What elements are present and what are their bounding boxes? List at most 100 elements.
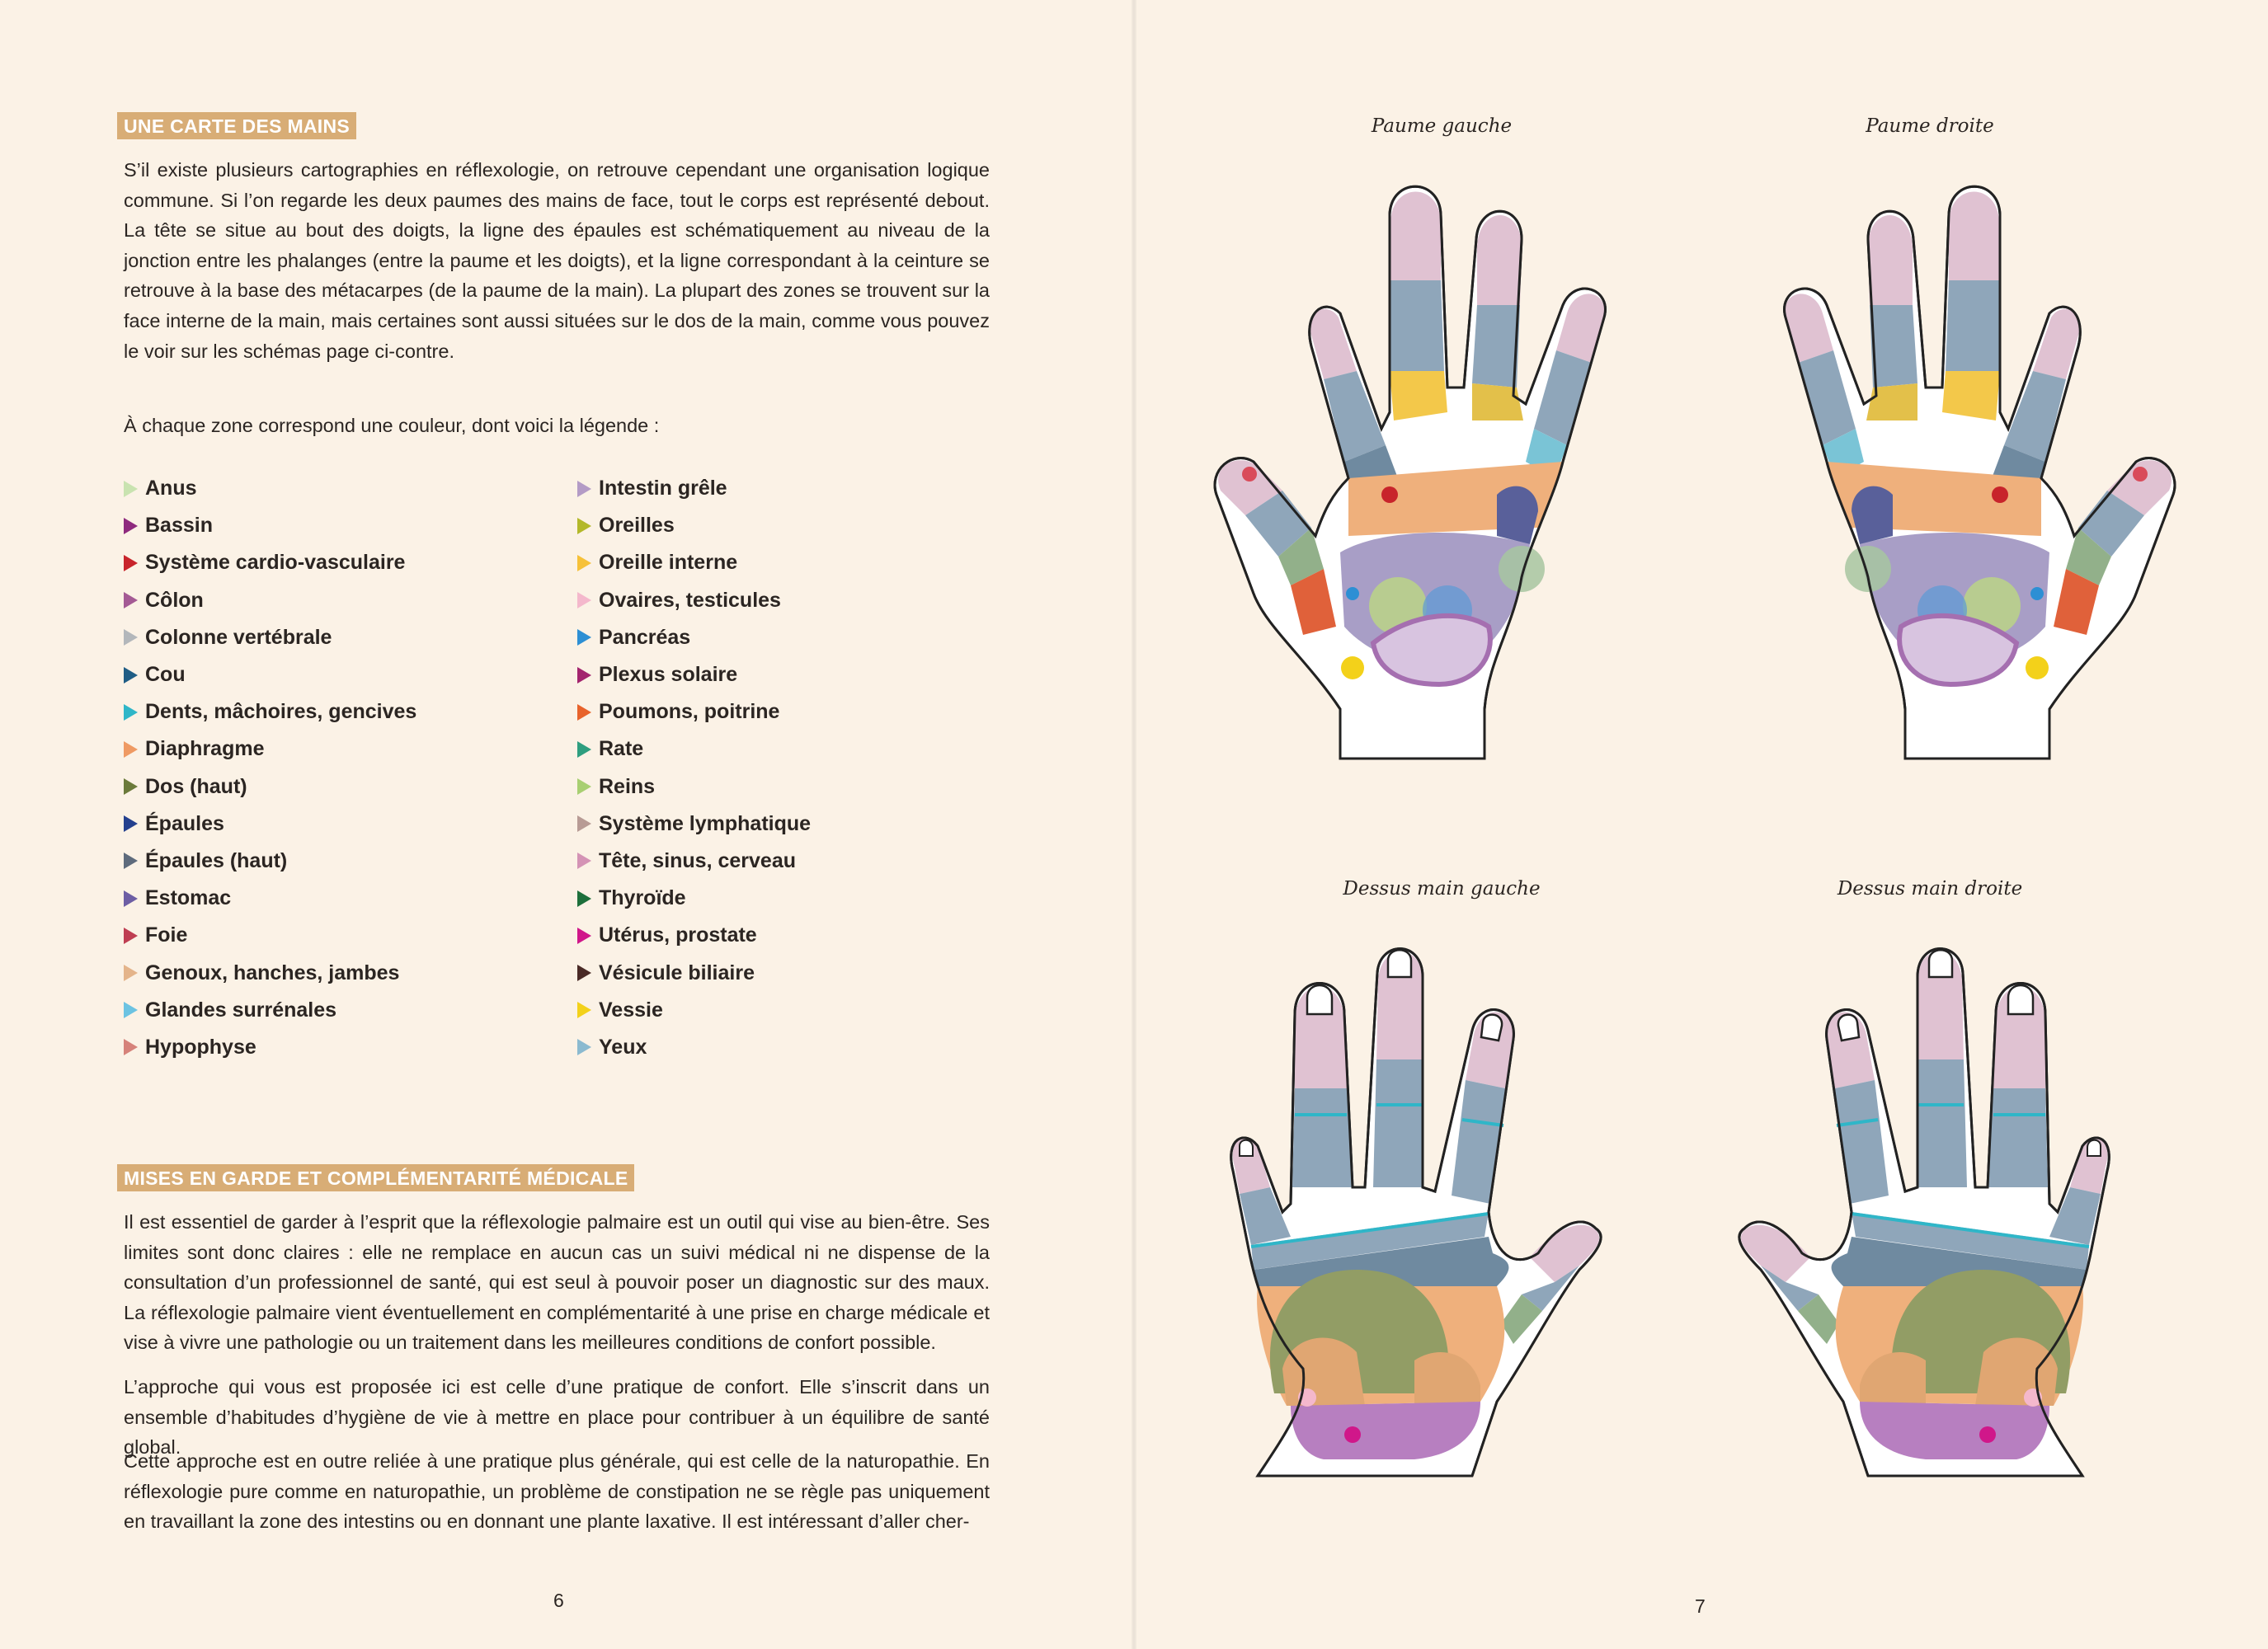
legend-item-label: Système lymphatique	[599, 811, 812, 835]
legend-item-label: Reins	[599, 774, 656, 798]
legend-item: Diaphragme	[124, 731, 416, 768]
triangle-marker-icon	[577, 740, 591, 758]
legend-item-label: Colonne vertébrale	[145, 625, 332, 649]
legend-item: Système lymphatique	[577, 806, 811, 843]
legend-item: Oreille interne	[577, 544, 811, 581]
triangle-marker-icon	[577, 1002, 591, 1019]
triangle-marker-icon	[124, 927, 138, 944]
triangle-marker-icon	[124, 703, 138, 721]
triangle-marker-icon	[124, 1039, 138, 1056]
legend-item-label: Thyroïde	[599, 886, 686, 910]
triangle-marker-icon	[577, 480, 591, 497]
legend-item-label: Épaules	[145, 811, 224, 835]
legend-item: Colonne vertébrale	[124, 619, 416, 656]
book-spine	[1132, 0, 1136, 1649]
intro-paragraph: S’il existe plusieurs cartographies en r…	[124, 159, 990, 362]
legend-item: Reins	[577, 768, 811, 806]
legend-intro: À chaque zone correspond une couleur, do…	[124, 415, 660, 436]
legend-item: Vésicule biliaire	[577, 954, 811, 991]
triangle-marker-icon	[577, 815, 591, 833]
legend-item: Hypophyse	[124, 1029, 416, 1066]
legend-item: Côlon	[124, 582, 416, 619]
triangle-marker-icon	[577, 890, 591, 907]
triangle-marker-icon	[124, 517, 138, 534]
warning-paragraph-3: Cette approche est en outre reliée à une…	[124, 1450, 990, 1533]
triangle-marker-icon	[124, 480, 138, 497]
legend-item-label: Ovaires, testicules	[599, 588, 781, 612]
right-page: Paume gauche Paume droite Dessus main ga…	[1134, 0, 2268, 1649]
legend-item: Thyroïde	[577, 880, 811, 917]
back-right-diagram	[1737, 947, 2111, 1478]
page-number-left: 6	[553, 1590, 564, 1611]
legend-item: Dos (haut)	[124, 768, 416, 806]
legend-item: Système cardio-vasculaire	[124, 544, 416, 581]
legend-item-label: Système cardio-vasculaire	[145, 551, 406, 575]
legend-item: Anus	[124, 470, 416, 507]
legend-item-label: Diaphragme	[145, 737, 265, 761]
caption-palm-left: Paume gauche	[1371, 115, 1512, 137]
triangle-marker-icon	[124, 965, 138, 982]
caption-back-right: Dessus main droite	[1837, 878, 2022, 900]
triangle-marker-icon	[577, 965, 591, 982]
legend-item-label: Poumons, poitrine	[599, 700, 780, 724]
legend-item-label: Oreilles	[599, 514, 675, 538]
legend-item-label: Foie	[145, 923, 188, 947]
back-left-diagram	[1229, 947, 1603, 1478]
hand-reflexology-diagrams: Paume gauche Paume droite Dessus main ga…	[1134, 115, 2268, 1478]
legend-item-label: Pancréas	[599, 625, 691, 649]
triangle-marker-icon	[577, 554, 591, 571]
triangle-marker-icon	[577, 666, 591, 684]
legend-item: Cou	[124, 656, 416, 693]
legend-item: Genoux, hanches, jambes	[124, 954, 416, 991]
triangle-marker-icon	[577, 703, 591, 721]
legend-item: Rate	[577, 731, 811, 768]
legend-item: Épaules	[124, 806, 416, 843]
triangle-marker-icon	[124, 815, 138, 833]
triangle-marker-icon	[577, 517, 591, 534]
section-heading-hand-map: UNE CARTE DES MAINS	[117, 112, 357, 139]
legend-item: Vessie	[577, 992, 811, 1029]
legend-item: Tête, sinus, cerveau	[577, 843, 811, 880]
triangle-marker-icon	[124, 554, 138, 571]
palm-right-diagram	[1785, 186, 2175, 759]
legend-item: Oreilles	[577, 507, 811, 544]
triangle-marker-icon	[124, 853, 138, 870]
legend-item-label: Dos (haut)	[145, 774, 247, 798]
legend-item-label: Glandes surrénales	[145, 998, 337, 1022]
legend-item: Yeux	[577, 1029, 811, 1066]
legend-item-label: Utérus, prostate	[599, 923, 757, 947]
warning-paragraph-2: L’approche qui vous est proposée ici est…	[124, 1376, 990, 1459]
triangle-marker-icon	[124, 890, 138, 907]
triangle-marker-icon	[577, 592, 591, 609]
legend-item-label: Genoux, hanches, jambes	[145, 961, 400, 984]
legend-item: Plexus solaire	[577, 656, 811, 693]
legend-item: Intestin grêle	[577, 470, 811, 507]
palm-left-diagram	[1215, 186, 1605, 759]
legend-item: Épaules (haut)	[124, 843, 416, 880]
legend-item: Glandes surrénales	[124, 992, 416, 1029]
legend-item-label: Vésicule biliaire	[599, 961, 755, 984]
legend-item-label: Hypophyse	[145, 1035, 256, 1059]
legend-item-label: Plexus solaire	[599, 663, 738, 687]
triangle-marker-icon	[577, 853, 591, 870]
triangle-marker-icon	[577, 778, 591, 796]
triangle-marker-icon	[124, 740, 138, 758]
left-page: UNE CARTE DES MAINS S’il existe plusieur…	[117, 112, 990, 1611]
triangle-marker-icon	[124, 666, 138, 684]
section-heading-medical-warning: MISES EN GARDE ET COMPLÉMENTARITÉ MÉDICA…	[117, 1164, 635, 1191]
legend-item-label: Dents, mâchoires, gencives	[145, 700, 417, 724]
triangle-marker-icon	[124, 1002, 138, 1019]
legend-item: Pancréas	[577, 619, 811, 656]
caption-back-left: Dessus main gauche	[1342, 878, 1540, 900]
warning-paragraph-1: Il est essentiel de garder à l’esprit qu…	[124, 1211, 990, 1354]
legend-item: Estomac	[124, 880, 416, 917]
legend-item-label: Côlon	[145, 588, 204, 612]
caption-palm-right: Paume droite	[1865, 115, 1993, 137]
legend-item-label: Vessie	[599, 998, 663, 1022]
triangle-marker-icon	[124, 629, 138, 646]
legend-item-label: Rate	[599, 737, 644, 761]
legend-item: Foie	[124, 917, 416, 954]
triangle-marker-icon	[577, 629, 591, 646]
